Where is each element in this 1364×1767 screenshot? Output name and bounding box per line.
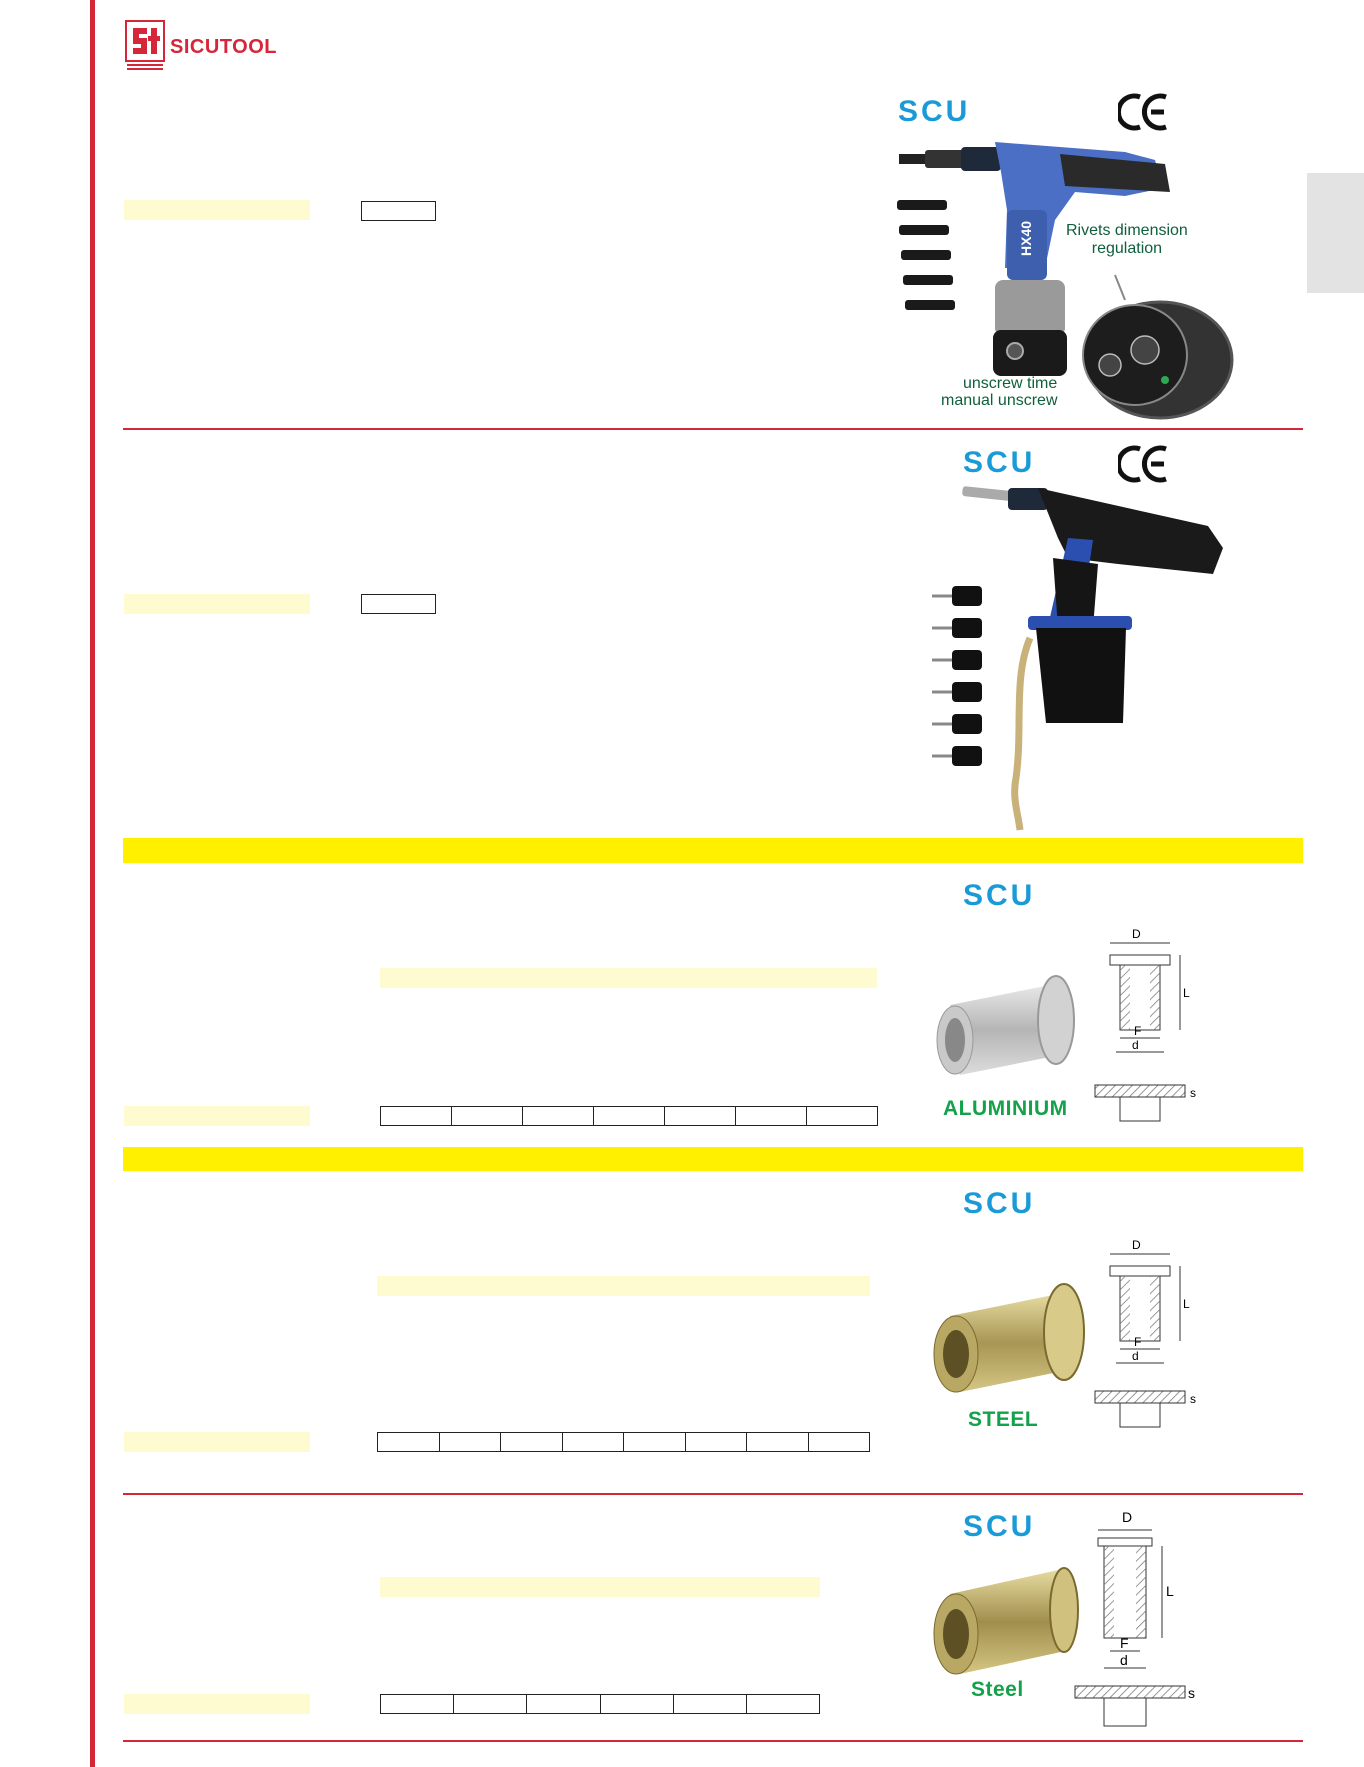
table-cell — [452, 1107, 523, 1125]
table-cell — [594, 1107, 665, 1125]
steel-nut-reduced-image — [930, 1558, 1100, 1688]
section-divider — [123, 1493, 1303, 1495]
size-table-row — [380, 1106, 878, 1126]
table-header-row — [380, 968, 877, 988]
table-header-row — [380, 1577, 820, 1597]
section-header-band — [123, 1147, 1303, 1171]
scu-badge: SCU — [898, 95, 978, 129]
scu-badge: SCU — [963, 879, 1043, 913]
table-cell — [440, 1433, 501, 1451]
callout-unscrew-time: unscrew time — [963, 375, 1058, 392]
dim-label: D — [1132, 927, 1141, 941]
ce-mark-icon — [1116, 444, 1170, 489]
dim-label: d — [1132, 1038, 1139, 1052]
brand-logo-icon — [125, 20, 165, 70]
scu-text: SCU — [963, 1513, 1035, 1539]
ce-mark-icon — [1116, 92, 1170, 137]
table-cell — [665, 1107, 736, 1125]
size-table-row — [377, 1432, 870, 1452]
material-label: Steel — [971, 1678, 1024, 1701]
side-tab[interactable] — [1307, 173, 1364, 293]
tool-marking: HX40 — [1018, 221, 1034, 256]
dim-label: D — [1122, 1509, 1132, 1525]
scu-badge: SCU — [963, 1510, 1043, 1544]
nut-dimension-drawing: D L F d s — [1080, 1236, 1200, 1446]
table-cell — [381, 1695, 455, 1713]
spec-highlight-row — [124, 200, 310, 220]
aluminium-nut-image — [930, 975, 1090, 1085]
section-divider — [123, 428, 1303, 430]
table-cell — [381, 1107, 452, 1125]
dim-label: F — [1120, 1635, 1129, 1651]
dim-label: s — [1188, 1685, 1195, 1701]
hydropneumatic-riveter-image — [918, 478, 1238, 838]
riveter-tool-image: HX40 — [895, 130, 1245, 425]
dim-label: L — [1183, 1297, 1190, 1311]
dim-label: F — [1134, 1024, 1141, 1038]
size-table-row — [380, 1694, 821, 1714]
price-box — [361, 201, 436, 221]
scu-text: SCU — [963, 449, 1035, 475]
dim-label: d — [1120, 1652, 1128, 1668]
material-label: STEEL — [968, 1408, 1039, 1431]
dim-label: D — [1132, 1238, 1141, 1252]
callout-rivets-dimension: Rivets dimension regulation — [1066, 222, 1188, 257]
left-margin-rule — [90, 0, 95, 1767]
table-cell — [747, 1695, 821, 1713]
table-cell — [809, 1433, 870, 1451]
scu-text: SCU — [898, 98, 970, 124]
brand-name: SICUTOOL — [170, 36, 277, 58]
table-cell — [747, 1433, 809, 1451]
nut-dimension-drawing: D L F d s — [1080, 925, 1200, 1135]
price-box — [361, 594, 436, 614]
material-label: ALUMINIUM — [943, 1097, 1068, 1120]
dim-label: s — [1190, 1086, 1196, 1100]
dim-label: s — [1190, 1392, 1196, 1406]
section-divider — [123, 1740, 1303, 1742]
nut-dimension-drawing: D L F d s — [1070, 1508, 1200, 1743]
scu-badge: SCU — [963, 446, 1043, 480]
table-cell — [454, 1695, 528, 1713]
dim-label: d — [1132, 1349, 1139, 1363]
scu-text: SCU — [963, 1190, 1035, 1216]
table-cell — [686, 1433, 747, 1451]
brand-logo: SICUTOOL — [125, 20, 325, 74]
table-header-row — [377, 1276, 870, 1296]
spec-highlight-row — [124, 1106, 310, 1126]
steel-nut-image — [930, 1282, 1100, 1402]
spec-highlight-row — [124, 594, 310, 614]
dim-label: F — [1134, 1335, 1141, 1349]
scu-text: SCU — [963, 882, 1035, 908]
callout-manual-unscrew: manual unscrew — [941, 392, 1058, 409]
table-cell — [527, 1695, 601, 1713]
scu-badge: SCU — [963, 1187, 1043, 1221]
table-cell — [601, 1695, 674, 1713]
spec-highlight-row — [124, 1432, 310, 1452]
table-cell — [674, 1695, 747, 1713]
table-cell — [624, 1433, 686, 1451]
section-header-band — [123, 838, 1303, 863]
table-cell — [523, 1107, 594, 1125]
table-cell — [501, 1433, 563, 1451]
table-cell — [378, 1433, 440, 1451]
spec-highlight-row — [124, 1694, 310, 1714]
dim-label: L — [1183, 986, 1190, 1000]
table-cell — [563, 1433, 624, 1451]
table-cell — [736, 1107, 807, 1125]
dim-label: L — [1166, 1583, 1174, 1599]
table-cell — [807, 1107, 878, 1125]
